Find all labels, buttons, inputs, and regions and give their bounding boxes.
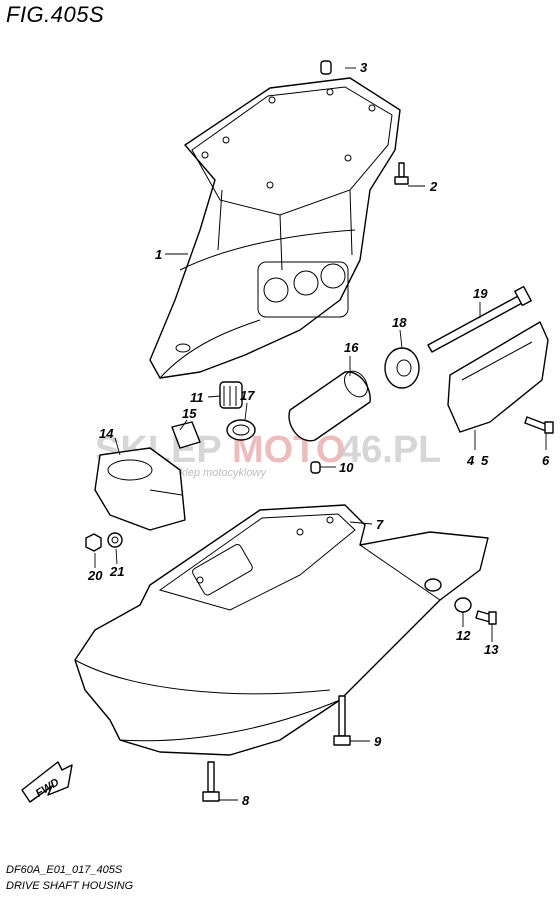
part-17-seal-ring[interactable] (226, 419, 256, 441)
callout-8: 8 (242, 793, 250, 808)
callout-19: 19 (473, 286, 488, 301)
callout-10: 10 (339, 460, 354, 475)
part-1-drive-shaft-housing[interactable] (149, 77, 401, 379)
callout-7: 7 (376, 517, 384, 532)
callout-16: 16 (344, 340, 359, 355)
part-19-long-bolt[interactable] (427, 285, 532, 353)
part-18-grommet[interactable] (384, 347, 420, 389)
part-16-sleeve[interactable] (288, 367, 372, 442)
part-11-bushing[interactable] (219, 381, 243, 409)
part-15-rubber-mount[interactable] (171, 421, 201, 449)
part-21-washer[interactable] (107, 532, 123, 548)
callout-5: 5 (481, 453, 489, 468)
callout-labels: 3 2 1 4 5 6 7 8 9 10 11 12 13 14 15 16 1… (87, 60, 550, 808)
part-4-5-cover[interactable] (447, 321, 549, 433)
leader-lines (94, 67, 547, 801)
callout-13: 13 (484, 642, 499, 657)
fwd-arrow-icon: FWD (21, 761, 73, 803)
callout-20: 20 (87, 568, 103, 583)
callout-4: 4 (466, 453, 475, 468)
callout-3: 3 (360, 60, 368, 75)
part-13-screw[interactable] (475, 610, 497, 625)
part-6-screw[interactable] (524, 416, 554, 434)
figure-title: FIG.405S (6, 2, 105, 27)
callout-21: 21 (109, 564, 124, 579)
callout-11: 11 (190, 390, 204, 405)
callout-14: 14 (99, 426, 114, 441)
part-20-nut[interactable] (85, 533, 102, 552)
part-14-mount-bracket[interactable] (94, 447, 186, 531)
callout-6: 6 (542, 453, 550, 468)
part-9-bolt[interactable] (333, 695, 351, 746)
figure-code: DF60A_E01_017_405S (6, 864, 123, 876)
callout-1: 1 (155, 247, 162, 262)
watermark-text-c: 46.PL (340, 429, 441, 471)
part-3-dowel-pin[interactable] (320, 60, 332, 75)
part-8-bolt[interactable] (202, 761, 220, 802)
part-7-lower-housing[interactable] (74, 504, 489, 756)
callout-9: 9 (374, 734, 382, 749)
figure-caption: DRIVE SHAFT HOUSING (6, 880, 134, 892)
part-2-bolt[interactable] (394, 162, 409, 185)
callout-17: 17 (240, 388, 255, 403)
part-10-dowel-pin[interactable] (310, 461, 321, 474)
callout-18: 18 (392, 315, 407, 330)
part-12-washer[interactable] (454, 597, 472, 613)
callout-15: 15 (182, 406, 197, 421)
callout-2: 2 (429, 179, 438, 194)
callout-12: 12 (456, 628, 471, 643)
